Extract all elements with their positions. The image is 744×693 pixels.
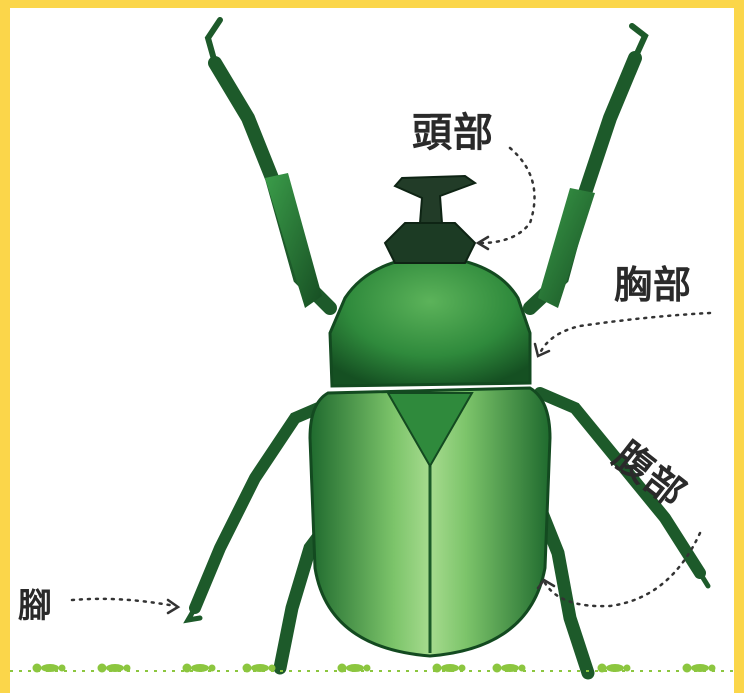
- label-head: 頭部: [412, 100, 494, 158]
- head: [385, 223, 475, 263]
- diagram-page: 頭部 胸部 腹部 腳: [10, 8, 734, 693]
- ant-icons: [33, 664, 716, 673]
- label-thorax: 胸部: [614, 254, 692, 309]
- front-right-femur: [538, 188, 595, 308]
- front-left-femur: [265, 173, 322, 308]
- label-leg: 腳: [18, 578, 53, 627]
- decorative-ant-strip: [10, 648, 734, 693]
- head-horn: [395, 176, 475, 223]
- pronotum: [330, 256, 530, 386]
- beetle-illustration: [10, 8, 734, 693]
